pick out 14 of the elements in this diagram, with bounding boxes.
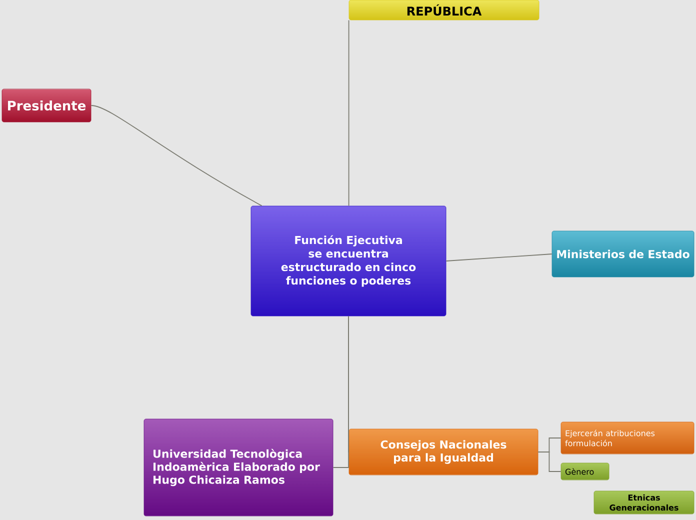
- subtopic-box: Gènero: [560, 462, 610, 480]
- subtopic-box: Ejercerán atribuciones formulación: [560, 422, 694, 454]
- central-topic-box: Función Ejecutiva se encuentra estructurado en cinco funciones o poderes: [250, 206, 446, 316]
- topic-box: Ministerios de Estado: [552, 230, 694, 278]
- topic-box: Consejos Nacionales para la Igualdad: [348, 428, 538, 476]
- topic-box: Universidad Tecnològica Indoamèrica Elaborado por Hugo Chicaiza Ramos: [144, 418, 334, 516]
- connector-line: [332, 316, 349, 468]
- topic-box: Presidente: [2, 88, 92, 122]
- connector-line: [90, 105, 262, 206]
- subtopic-box: Etnicas Generacionales: [594, 490, 694, 514]
- connector-line: [538, 452, 562, 472]
- connector-line: [348, 20, 350, 206]
- topic-box: REPÚBLICA: [348, 0, 540, 20]
- connector-line: [446, 254, 552, 262]
